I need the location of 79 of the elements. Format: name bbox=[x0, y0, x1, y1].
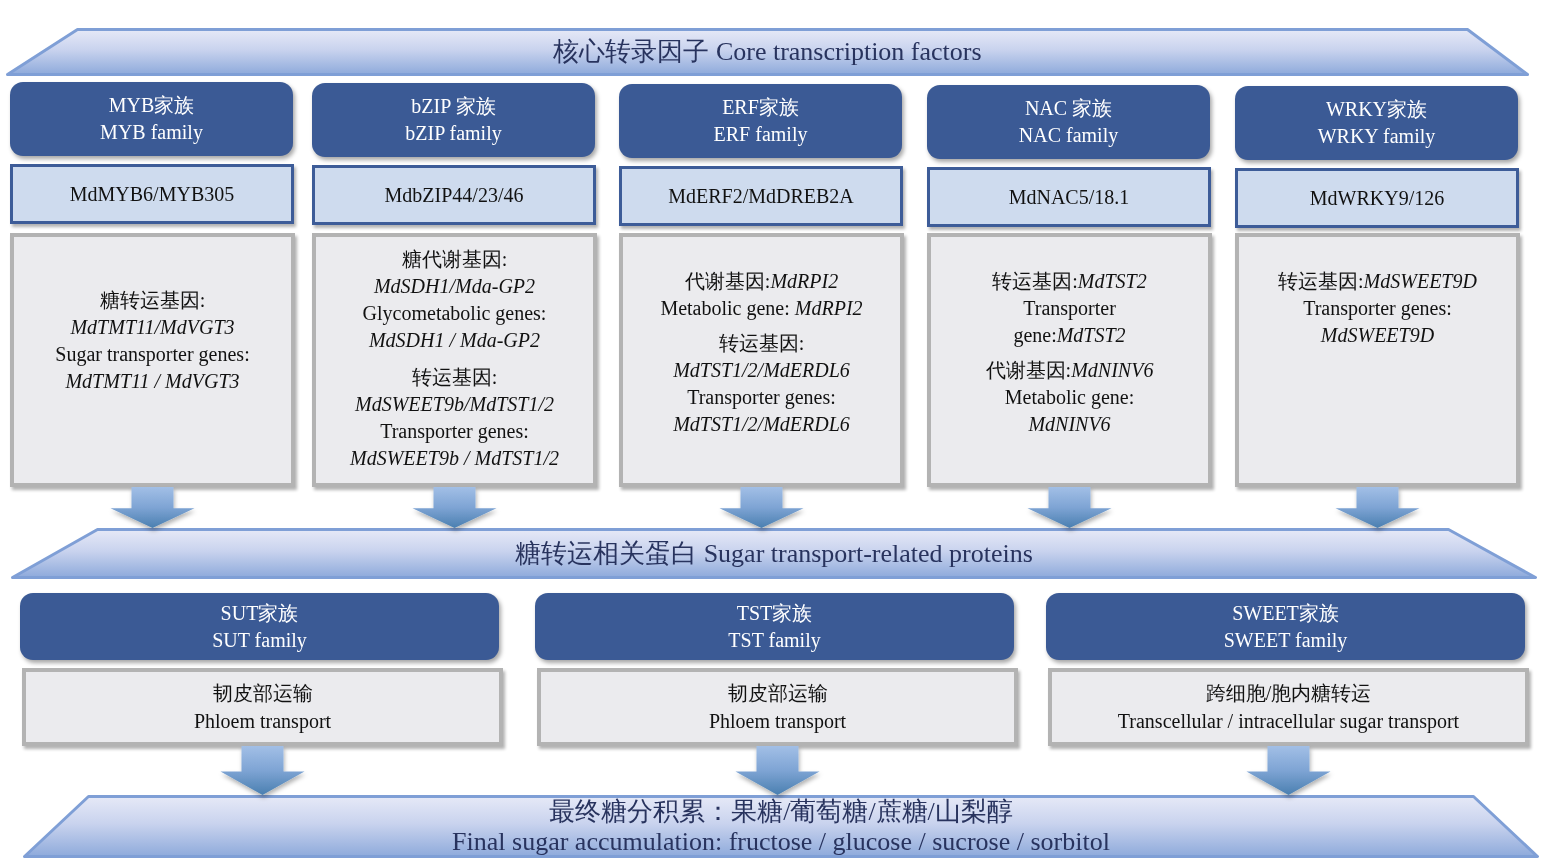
header-label: WRKY家族 bbox=[1325, 97, 1428, 122]
gene-info-text: 转运基因: MdTST1/2/MdERDL6 bbox=[673, 331, 850, 383]
header-label: ERF家族 bbox=[722, 95, 799, 120]
gene-label: MdNAC5/18.1 bbox=[1008, 185, 1130, 209]
header-label: WRKY family bbox=[1317, 124, 1436, 150]
block-arrow bbox=[412, 487, 497, 528]
function-text: 韧皮部运输 bbox=[727, 681, 828, 706]
header-label: TST家族 bbox=[736, 600, 813, 626]
header-label: ERF family bbox=[713, 122, 808, 148]
function-text: 韧皮部运输 bbox=[212, 681, 313, 706]
function-text: Phloem transport bbox=[193, 709, 332, 735]
gene-box bbox=[619, 166, 903, 226]
function-box bbox=[22, 668, 503, 746]
header-label: TST family bbox=[728, 627, 821, 654]
header-label: SWEET家族 bbox=[1232, 600, 1339, 626]
family-header-box bbox=[10, 82, 293, 156]
gene-info-text: 糖代谢基因: MdSDH1/Mda-GP2 bbox=[373, 247, 536, 299]
family-header-box bbox=[619, 84, 902, 158]
block-arrow bbox=[1027, 487, 1112, 528]
function-box bbox=[537, 668, 1018, 746]
gene-info-text: Transporter genes: MdSWEET9D bbox=[1303, 296, 1452, 348]
header-label: bZIP 家族 bbox=[411, 94, 496, 119]
family-header-box bbox=[20, 593, 499, 660]
family-header-box bbox=[1235, 86, 1518, 160]
gene-info-text: Metabolic gene: MdNINV6 bbox=[1004, 385, 1135, 437]
block-arrow bbox=[1246, 746, 1331, 795]
gene-info-text: Sugar transporter genes: MdTMT11 / MdVGT3 bbox=[55, 342, 250, 394]
header-label: NAC 家族 bbox=[1024, 96, 1113, 121]
gene-box bbox=[1235, 168, 1519, 228]
family-header-box bbox=[312, 83, 595, 157]
gene-label: MdERF2/MdDREB2A bbox=[668, 184, 854, 208]
banner-band bbox=[22, 795, 1540, 858]
gene-label: MdMYB6/MYB305 bbox=[69, 182, 235, 206]
header-label: SUT family bbox=[212, 627, 307, 654]
gene-info-text: 代谢基因:MdNINV6 bbox=[985, 358, 1154, 383]
gene-box bbox=[10, 164, 294, 224]
gene-info-text: 转运基因:MdTST2 bbox=[992, 269, 1147, 294]
banner-band bbox=[10, 528, 1538, 579]
gene-info-text: 代谢基因:MdRPI2 bbox=[684, 269, 839, 294]
gene-label: MdbZIP44/23/46 bbox=[384, 183, 524, 207]
family-header-box bbox=[927, 85, 1210, 159]
gene-info-box bbox=[1235, 233, 1520, 487]
gene-info-text: 转运基因:MdSWEET9D bbox=[1278, 269, 1477, 294]
gene-info-text: Metabolic gene: MdRPI2 bbox=[660, 296, 863, 322]
gene-info-text: Transporter genes: MdSWEET9b / MdTST1/2 bbox=[350, 419, 559, 471]
gene-info-box bbox=[312, 233, 597, 487]
gene-box bbox=[312, 165, 596, 225]
function-text: Phloem transport bbox=[708, 709, 847, 735]
function-box bbox=[1048, 668, 1529, 746]
block-arrow bbox=[719, 487, 804, 528]
gene-info-box bbox=[927, 233, 1212, 487]
gene-info-text: 转运基因: MdSWEET9b/MdTST1/2 bbox=[355, 365, 554, 417]
banner-title: 核心转录因子 Core transcription factors bbox=[553, 37, 982, 67]
function-text: Transcellular / intracellular sugar transport bbox=[1117, 709, 1460, 735]
banner-title: Final sugar accumulation: fructose / glucose / sucrose / sorbitol bbox=[452, 826, 1110, 857]
family-header-box bbox=[1046, 593, 1525, 660]
function-text: 跨细胞/胞内糖转运 bbox=[1205, 681, 1372, 706]
header-label: NAC family bbox=[1018, 123, 1119, 149]
header-label: MYB家族 bbox=[108, 93, 195, 118]
gene-info-text: 糖转运基因: MdTMT11/MdVGT3 bbox=[70, 288, 235, 340]
banner-band bbox=[5, 28, 1530, 76]
gene-info-box bbox=[619, 233, 904, 487]
gene-info-text: Transporter genes: MdTST1/2/MdERDL6 bbox=[673, 385, 850, 437]
banner-title: 糖转运相关蛋白 Sugar transport-related proteins bbox=[515, 538, 1033, 569]
gene-box bbox=[927, 167, 1211, 227]
banner-title: 最终糖分积累：果糖/葡萄糖/蔗糖/山梨醇 bbox=[549, 796, 1013, 827]
gene-info-text: Transporter gene:MdTST2 bbox=[1012, 296, 1127, 349]
gene-label: MdWRKY9/126 bbox=[1309, 186, 1445, 210]
header-label: SUT家族 bbox=[220, 600, 299, 626]
block-arrow bbox=[735, 746, 820, 795]
block-arrow bbox=[110, 487, 195, 528]
gene-info-box bbox=[10, 233, 295, 487]
block-arrow bbox=[220, 746, 305, 795]
header-label: bZIP family bbox=[405, 121, 502, 147]
header-label: MYB family bbox=[100, 120, 203, 146]
block-arrow bbox=[1335, 487, 1420, 528]
family-header-box bbox=[535, 593, 1014, 660]
gene-info-text: Glycometabolic genes: MdSDH1 / Mda-GP2 bbox=[362, 301, 547, 353]
header-label: SWEET family bbox=[1223, 627, 1348, 654]
